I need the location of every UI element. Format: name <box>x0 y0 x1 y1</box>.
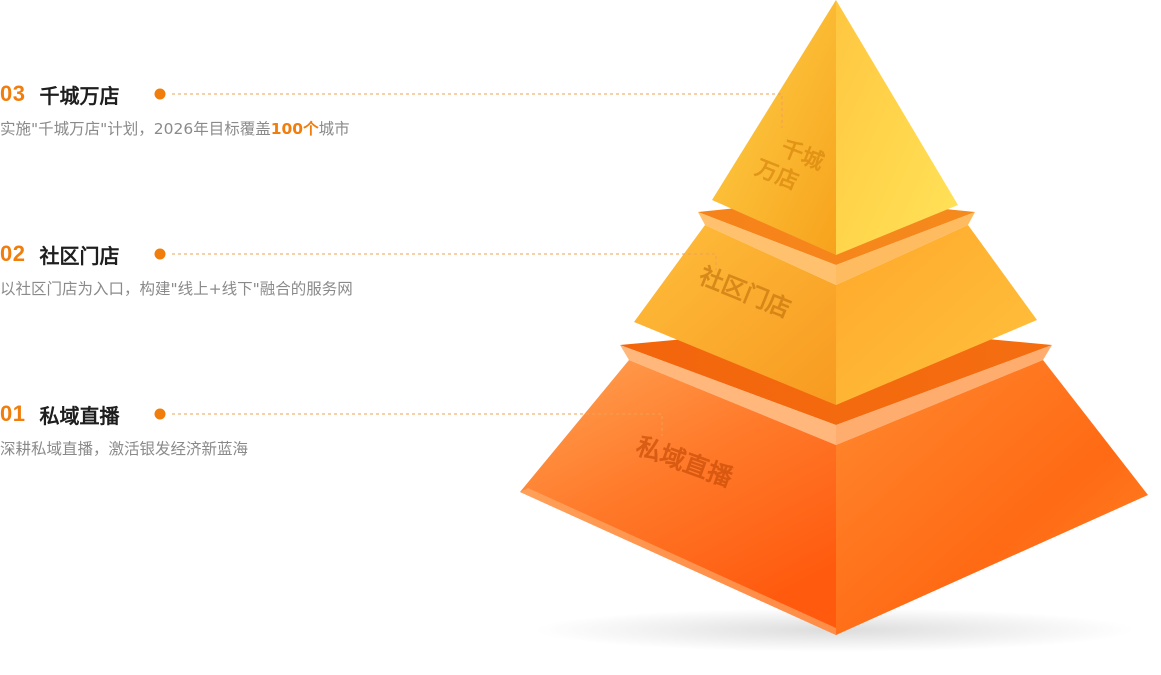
step-01-description: 深耕私域直播，激活银发经济新蓝海 <box>0 437 248 459</box>
step-01-title: 私域直播 <box>39 403 120 428</box>
connector-dot-03 <box>154 88 166 100</box>
step-02-description: 以社区门店为入口，构建"线上+线下"融合的服务网 <box>0 277 353 299</box>
connector-02 <box>154 248 717 270</box>
step-02: 02 社区门店 以社区门店为入口，构建"线上+线下"融合的服务网 <box>0 239 353 299</box>
step-03-title-row: 03 千城万店 <box>0 79 350 109</box>
step-01: 01 私域直播 深耕私域直播，激活银发经济新蓝海 <box>0 399 248 459</box>
connector-dot-02 <box>154 248 166 260</box>
step-02-title-row: 02 社区门店 <box>0 239 353 269</box>
pyramid-top-tier <box>712 0 958 255</box>
step-03-desc-text: 实施"千城万店"计划，2026年目标覆盖 <box>0 120 271 138</box>
step-02-desc-text: 以社区门店为入口，构建"线上+线下"融合的服务网 <box>0 280 353 298</box>
step-03-title: 千城万店 <box>39 83 120 108</box>
step-03-desc-highlight: 100个 <box>270 120 319 138</box>
connector-dot-01 <box>154 408 166 420</box>
connector-01 <box>154 408 663 436</box>
step-03-description: 实施"千城万店"计划，2026年目标覆盖100个城市 <box>0 117 350 139</box>
step-02-number: 02 <box>0 241 26 266</box>
step-01-title-row: 01 私域直播 <box>0 399 248 429</box>
step-03-number: 03 <box>0 81 26 106</box>
step-02-title: 社区门店 <box>39 243 120 268</box>
leader-line-02 <box>172 253 717 270</box>
step-01-number: 01 <box>0 401 26 426</box>
leader-line-03 <box>172 93 783 128</box>
connector-03 <box>154 88 783 128</box>
step-03-desc-tail: 城市 <box>318 120 350 138</box>
step-01-desc-text: 深耕私域直播，激活银发经济新蓝海 <box>0 440 249 458</box>
leader-line-01 <box>172 413 663 436</box>
step-03: 03 千城万店 实施"千城万店"计划，2026年目标覆盖100个城市 <box>0 79 350 139</box>
